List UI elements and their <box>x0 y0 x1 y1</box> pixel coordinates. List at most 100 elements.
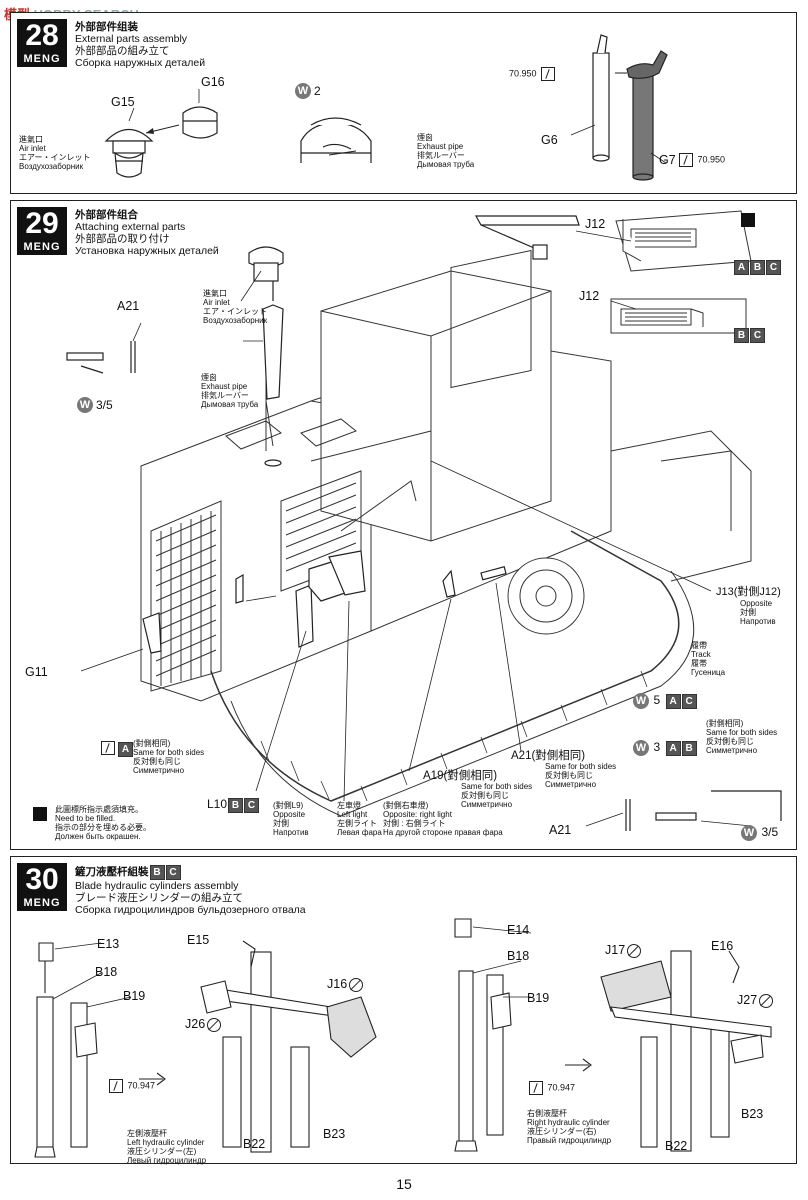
step-29-title: 外部部件组合 Attaching external parts 外部部品の取り付… <box>75 209 219 257</box>
w-code: 3 <box>653 740 661 754</box>
label-jp: 液圧シリンダー(左) <box>127 1147 197 1156</box>
variant-a: A <box>665 694 681 709</box>
label-en: Track <box>691 650 711 659</box>
variant-b: B <box>228 798 244 813</box>
step-28-panel: 28 MENG 外部部件组装 External parts assembly 外… <box>10 12 797 194</box>
label-ru: Симметрично <box>461 800 513 809</box>
part-j27: J27 <box>737 993 774 1008</box>
w35-right-marker: W 3/5 <box>741 823 778 841</box>
label-cn: 進氣口 <box>19 135 43 144</box>
label-jp: 液圧シリンダー(右) <box>527 1127 597 1136</box>
part-b23-right: B23 <box>741 1107 764 1121</box>
bulldozer-illustration <box>66 210 782 831</box>
part-g16: G16 <box>201 75 225 89</box>
label-en: Opposite <box>273 810 306 819</box>
label-en: Air inlet <box>19 144 46 153</box>
label-cn: (對側L9) <box>273 801 304 810</box>
label-ru: Дымовая труба <box>201 400 259 409</box>
part-e14: E14 <box>507 923 530 937</box>
title-ru: Сборка гидроцилиндров бульдозерного отва… <box>75 904 306 916</box>
part-b19-right: B19 <box>527 991 550 1005</box>
label-cn: 左車燈 <box>337 801 361 810</box>
air-inlet-label: 進氣口 Air inlet エアー・インレット Воздухозаборник <box>19 135 91 171</box>
title-jp: 外部部品の取り付け <box>75 233 170 245</box>
label-cn: 左側液壓杆 <box>127 1129 167 1138</box>
label-en: Opposite <box>740 599 773 608</box>
brand-logo: MENG <box>23 53 61 65</box>
part-g11: G11 <box>25 665 48 679</box>
variant-c: C <box>165 865 181 880</box>
label-en: Need to be filled. <box>55 814 116 823</box>
right-light-note: (對側右車燈) Opposite: right light 対側 : 右側ライト… <box>383 801 503 837</box>
part-a21-bottom: A21 <box>549 823 572 837</box>
w-code: 3/5 <box>761 825 779 839</box>
brand-logo: MENG <box>23 241 61 253</box>
j13-label: J13(對側J12) <box>716 586 781 598</box>
j27-label: J27 <box>737 993 758 1007</box>
label-en: Same for both sides <box>461 782 533 791</box>
variant-c: C <box>681 694 697 709</box>
label-cn: 履帶 <box>691 641 707 650</box>
brush-icon <box>679 153 693 167</box>
part-b22-left: B22 <box>243 1137 266 1151</box>
label-cn: (對側相同) <box>706 719 744 728</box>
step-29-badge: 29 MENG <box>17 207 67 255</box>
label-jp: エア・インレット <box>203 307 267 316</box>
step-30-badge: 30 MENG <box>17 863 67 911</box>
part-e13: E13 <box>97 937 120 951</box>
label-en: Exhaust pipe <box>201 382 248 391</box>
brush-icon <box>109 1079 123 1093</box>
label-ru: Дымовая труба <box>417 160 475 169</box>
label-ru: Левая фара <box>337 828 382 837</box>
title-jp: 外部部品の組み立て <box>75 45 170 57</box>
fill-icon <box>741 213 755 227</box>
label-ru: Симметрично <box>133 766 185 775</box>
label-en: Left hydraulic cylinder <box>127 1138 205 1147</box>
j26-label: J26 <box>185 1017 206 1031</box>
w-marker-icon: W <box>77 397 93 413</box>
label-ru: Левый гидроцилиндр <box>127 1156 207 1165</box>
brand-logo: MENG <box>23 897 61 909</box>
sprocket <box>507 557 585 635</box>
label-jp: 履帯 <box>691 659 707 668</box>
hydraulic-cylinders-illustration <box>34 918 772 1158</box>
paint-code-value: 70.950 <box>509 68 537 79</box>
variant-a: A <box>734 260 749 275</box>
step-28-badge: 28 MENG <box>17 19 67 67</box>
title-ru: Сборка наружных деталей <box>75 57 206 69</box>
paint-code-top: 70.950 <box>509 67 557 81</box>
label-en: Exhaust pipe <box>417 142 464 151</box>
label-ru: Воздухозаборник <box>203 316 268 325</box>
label-ru: Гусеница <box>691 668 726 677</box>
paint-code-right: 70.947 <box>527 1081 575 1095</box>
part-j12-mid: J12 <box>579 289 600 303</box>
track <box>210 530 680 802</box>
air-inlet-label: 進氣口 Air inlet エア・インレット Воздухозаборник <box>203 289 267 325</box>
part-g6: G6 <box>541 133 558 147</box>
title-jp: ブレード液圧シリンダーの組み立て <box>75 892 243 904</box>
label-ru: Напротив <box>273 828 309 837</box>
title-cn: 鏟刀液壓杆組裝 <box>75 866 149 878</box>
step-29-panel: 29 MENG 外部部件组合 Attaching external parts … <box>10 200 797 850</box>
part-j26: J26 <box>185 1017 222 1032</box>
l10-part: L10 <box>207 797 228 811</box>
paint-code-bottom: 70.950 <box>677 153 725 167</box>
label-jp: 指示の部分を埋める必要。 <box>55 823 151 832</box>
left-light-note: 左車燈 Left light 左側ライト Левая фара <box>337 801 382 837</box>
label-cn: 進氣口 <box>203 289 227 298</box>
part-a21-top: A21 <box>117 299 140 313</box>
label-jp: 反対側も同じ <box>706 737 754 746</box>
label-jp: 反対側も同じ <box>461 791 509 800</box>
label-en: Same for both sides <box>545 762 617 771</box>
part-a19: A19(對側相同) <box>423 770 498 782</box>
brush-icon <box>529 1081 543 1095</box>
label-ru: На другой стороне правая фара <box>383 828 503 837</box>
g7-pipe-drawing <box>626 50 668 181</box>
fill-icon <box>33 807 47 821</box>
page-number: 15 <box>396 1176 412 1192</box>
no-glue-icon <box>759 993 774 1008</box>
fill-note: 此圖標所指示處須填充。 Need to be filled. 指示の部分を埋める… <box>55 805 151 841</box>
